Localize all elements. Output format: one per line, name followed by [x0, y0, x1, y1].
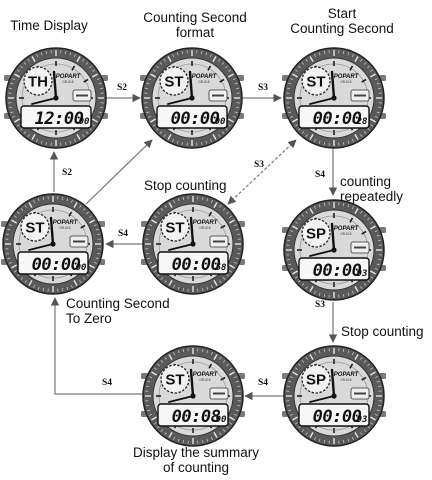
- mode-indicator: ST: [164, 74, 183, 91]
- label-time-display: Time Display: [0, 18, 98, 33]
- label-counting-format: Counting Second format: [128, 10, 262, 40]
- brand-model: DR-616: [200, 378, 211, 382]
- hand-pivot: [50, 241, 55, 246]
- flow-arrow: [86, 140, 152, 204]
- brand-model: DR-616: [199, 80, 210, 84]
- lcd-small-digits: 00: [79, 117, 90, 127]
- brand-model: DR-616: [63, 80, 74, 84]
- label-stop-counting-middle: Stop counting: [144, 178, 254, 193]
- key-label-zero-to-time: S2: [62, 168, 72, 178]
- mode-indicator: ST: [165, 220, 184, 237]
- lcd-digits: 00:00: [171, 109, 220, 129]
- brand-model: DR-616: [341, 80, 352, 84]
- lcd-digits: 00:00: [313, 109, 362, 129]
- hand-pivot: [190, 241, 195, 246]
- hand-pivot: [331, 95, 336, 100]
- lcd-small-digits: 28: [356, 117, 368, 127]
- brand-model: DR-616: [341, 378, 352, 382]
- key-label-summary-to-zero: S4: [102, 378, 112, 388]
- brand-model: DR-616: [200, 226, 211, 230]
- lcd-small-digits: 90: [216, 415, 227, 425]
- lcd-small-digits: 93: [357, 269, 368, 279]
- lcd-digits: 12:00: [35, 109, 84, 129]
- brand-model: DR-616: [341, 232, 352, 236]
- mode-indicator: ST: [165, 372, 184, 389]
- lcd-small-digits: 00: [215, 117, 226, 127]
- lcd-digits: 00:00: [172, 255, 221, 275]
- key-label-tz-to-fmt: S2: [117, 83, 127, 93]
- mode-indicator: SP: [306, 226, 326, 243]
- lcd-small-digits: 93: [357, 415, 368, 425]
- label-counting-repeatedly: counting repeatedly: [340, 174, 432, 204]
- lcd-digits: 00:08: [172, 407, 221, 427]
- lcd-digits: 00:00: [313, 407, 362, 427]
- label-start-counting: Start Counting Second: [275, 6, 409, 36]
- key-label-stop-to-summary: S4: [258, 378, 268, 388]
- key-label-mid-stop-to-zero: S4: [118, 229, 128, 239]
- hand-pivot: [189, 95, 194, 100]
- lcd-small-digits: 00: [76, 263, 87, 273]
- brand-model: DR-616: [60, 226, 71, 230]
- hand-pivot: [331, 393, 336, 398]
- mode-indicator: SP: [306, 372, 326, 389]
- lcd-digits: 00:00: [313, 261, 362, 281]
- key-label-fmt-to-start: S3: [258, 83, 268, 93]
- key-label-start-to-rep: S4: [315, 170, 325, 180]
- mode-indicator: TH: [28, 74, 48, 91]
- label-display-summary: Display the summary of counting: [108, 445, 284, 475]
- label-stop-counting-right: Stop counting: [341, 324, 432, 339]
- label-counting-to-zero: Counting Second To Zero: [66, 296, 196, 326]
- key-label-diag-s3: S3: [254, 160, 264, 170]
- lcd-small-digits: 58: [216, 263, 227, 273]
- mode-indicator: ST: [25, 220, 44, 237]
- lcd-digits: 00:00: [32, 255, 81, 275]
- flow-arrow: [228, 140, 296, 204]
- mode-indicator: ST: [306, 74, 325, 91]
- hand-pivot: [53, 95, 58, 100]
- hand-pivot: [190, 393, 195, 398]
- key-label-rep-to-stop: S3: [315, 300, 325, 310]
- hand-pivot: [331, 247, 336, 252]
